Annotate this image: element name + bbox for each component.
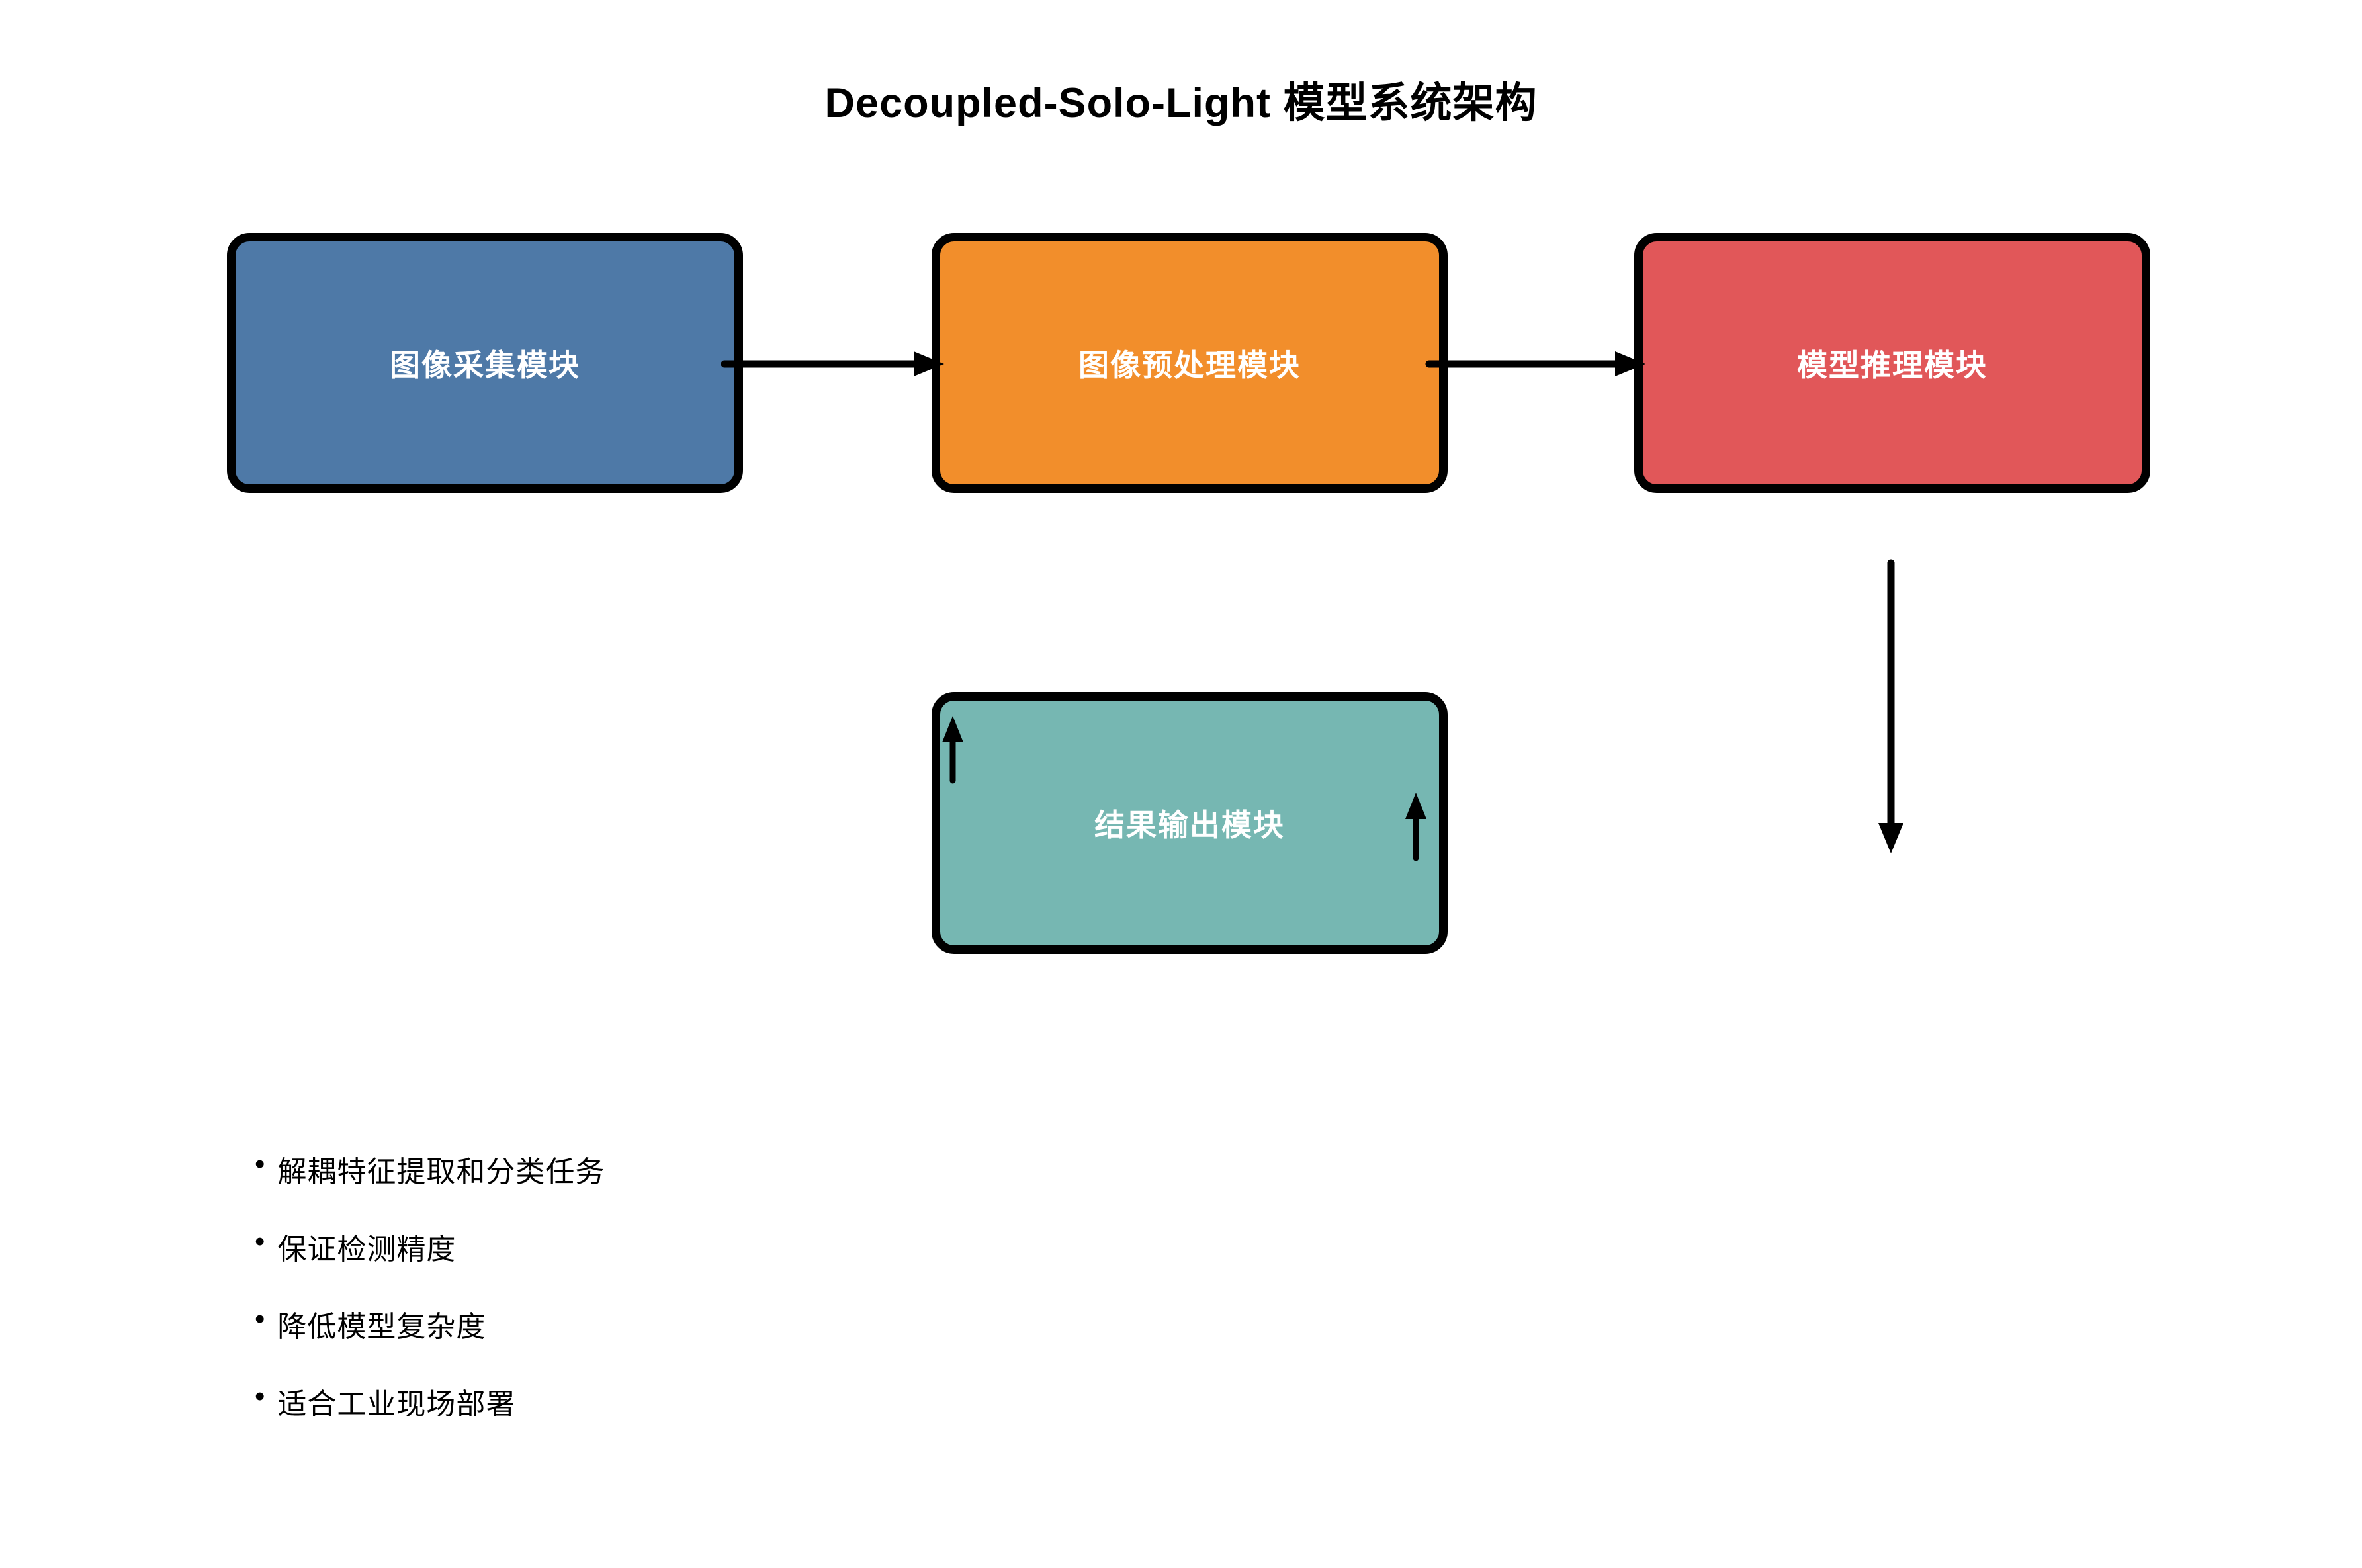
diagram-title: Decoupled-Solo-Light 模型系统架构: [824, 80, 1538, 126]
arrow-preprocessing-to-inference-icon: [1425, 351, 1645, 376]
bullet-marker-icon: •: [255, 1148, 266, 1180]
arrow-acquisition-to-preprocessing-icon: [721, 351, 944, 376]
arrow-inference-down-icon: [1878, 559, 1903, 853]
feature-item-text: 降低模型复杂度: [277, 1311, 486, 1343]
feature-list: • 解耦特征提取和分类任务 • 保证检测精度 • 降低模型复杂度 • 适合工业现…: [255, 1148, 605, 1458]
node-model-inference: 模型推理模块: [1634, 233, 2150, 493]
node-image-acquisition-label: 图像采集模块: [390, 347, 580, 382]
feature-item: • 降低模型复杂度: [255, 1303, 605, 1380]
node-image-preprocessing-label: 图像预处理模块: [1078, 347, 1301, 382]
feature-item: • 适合工业现场部署: [255, 1380, 605, 1458]
node-image-preprocessing: 图像预处理模块: [932, 233, 1448, 493]
feature-item-text: 保证检测精度: [277, 1233, 457, 1266]
node-result-output: 结果输出模块: [932, 692, 1448, 954]
bullet-marker-icon: •: [255, 1303, 266, 1335]
node-model-inference-label: 模型推理模块: [1797, 347, 1988, 382]
bullet-marker-icon: •: [255, 1380, 266, 1413]
bullet-marker-icon: •: [255, 1225, 266, 1258]
feature-item-text: 解耦特征提取和分类任务: [277, 1156, 605, 1188]
node-result-output-label: 结果输出模块: [1094, 808, 1285, 842]
feature-item: • 保证检测精度: [255, 1225, 605, 1303]
feature-item: • 解耦特征提取和分类任务: [255, 1148, 605, 1225]
feature-item-text: 适合工业现场部署: [277, 1388, 516, 1420]
node-image-acquisition: 图像采集模块: [227, 233, 743, 493]
